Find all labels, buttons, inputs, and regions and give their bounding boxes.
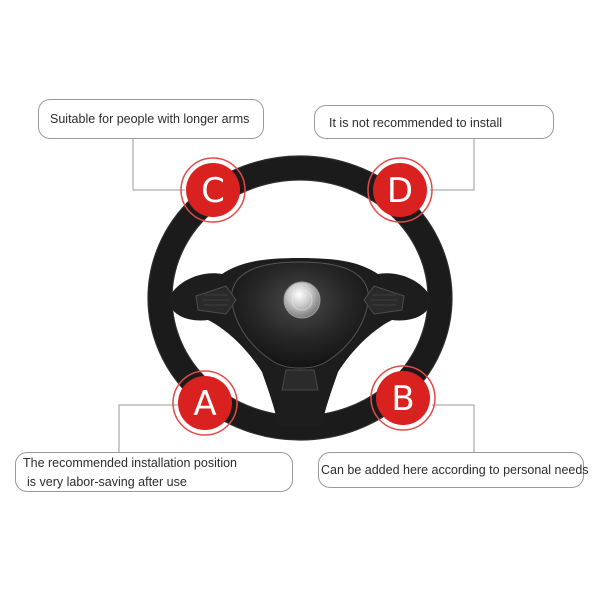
badge-d: D [367, 157, 433, 223]
badge-a-letter: A [193, 384, 216, 424]
leader-lines [118, 139, 475, 452]
callout-a-line1: The recommended installation position [23, 456, 238, 470]
badge-a: A [172, 370, 238, 436]
badge-c: C [180, 157, 246, 223]
leader-line-c [132, 139, 185, 191]
leader-line-d [430, 139, 475, 191]
callout-a-line2: is very labor-saving after use [27, 474, 187, 489]
badge-b: B [370, 365, 436, 431]
badge-c-letter: C [201, 171, 225, 211]
steering-wheel-icon [147, 155, 453, 441]
badge-d-letter: D [387, 171, 413, 211]
badge-b-letter: B [391, 379, 414, 419]
callout-b-text: Can be added here according to personal … [321, 463, 589, 477]
callout-c-text: Suitable for people with longer arms [50, 112, 250, 126]
callout-c: Suitable for people with longer arms [38, 99, 264, 139]
leader-line-b [432, 404, 475, 452]
horn-logo-icon [283, 281, 321, 319]
callout-b: Can be added here according to personal … [318, 452, 589, 488]
callout-a: The recommended installation position is… [15, 452, 293, 492]
callout-d-text: It is not recommended to install [329, 116, 502, 130]
callout-d: It is not recommended to install [314, 105, 554, 139]
leader-line-a [118, 404, 178, 452]
